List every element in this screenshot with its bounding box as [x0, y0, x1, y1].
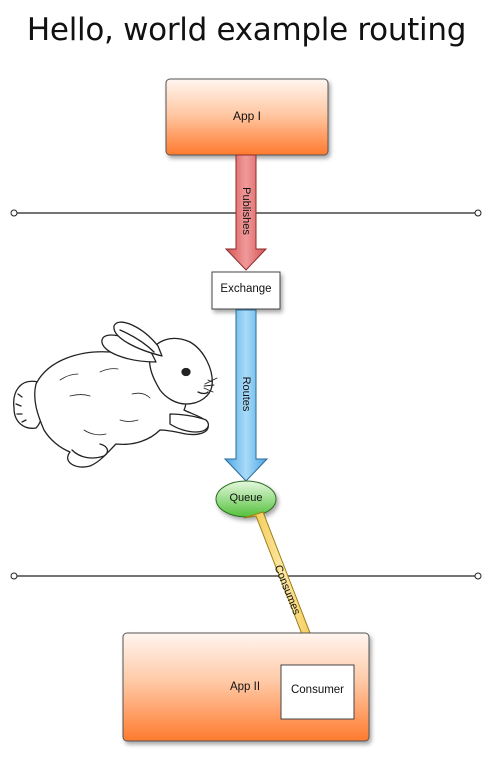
exchange-box [211, 271, 281, 310]
app2-label: App II [229, 681, 261, 693]
queue-label: Queue [229, 492, 263, 504]
exchange-label: Exchange [220, 283, 272, 295]
boundary-line-bottom [10, 572, 482, 580]
publishes-label: Publishes [240, 187, 252, 235]
diagram-title: Hello, world example routing [26, 12, 467, 48]
routes-label: Routes [240, 376, 252, 412]
app1-label: App I [232, 109, 262, 123]
rabbit-illustration [13, 321, 218, 468]
publishes-arrow [224, 154, 268, 271]
routes-arrow [223, 309, 269, 482]
consumer-box [280, 664, 355, 720]
consumer-label: Consumer [290, 684, 345, 696]
